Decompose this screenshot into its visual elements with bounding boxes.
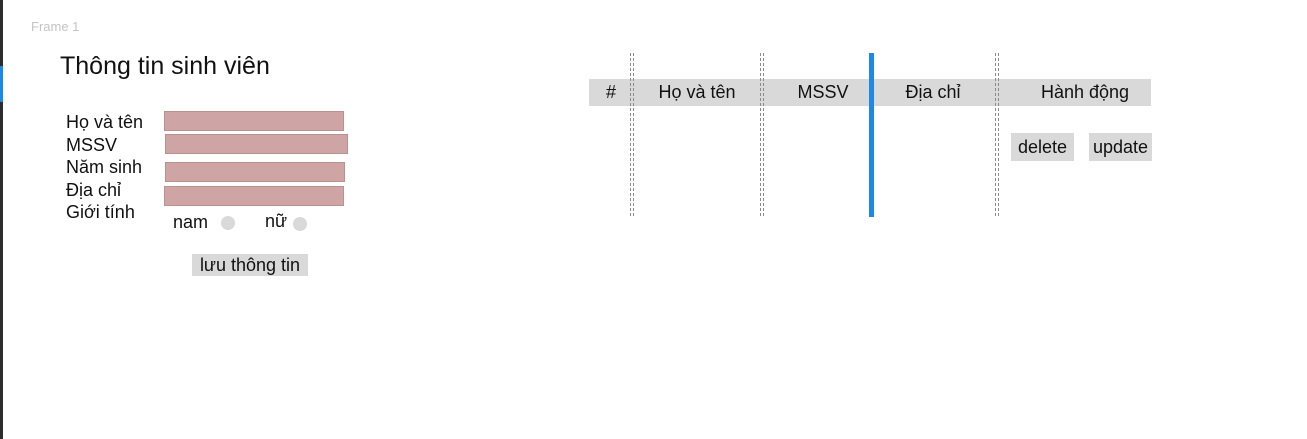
update-button[interactable]: update (1089, 133, 1152, 161)
gender-female-radio[interactable] (293, 217, 307, 231)
save-info-button[interactable]: lưu thông tin (192, 254, 308, 276)
column-divider (630, 53, 634, 216)
column-header-student-id: MSSV (797, 82, 849, 102)
birth-year-label: Năm sinh (66, 157, 143, 177)
gender-female-label: nữ (265, 211, 288, 231)
column-header-index: # (605, 82, 616, 102)
birth-year-field[interactable] (165, 162, 345, 182)
gender-label: Giới tính (66, 202, 135, 222)
column-divider (760, 53, 764, 216)
delete-button[interactable]: delete (1011, 133, 1074, 161)
form-title: Thông tin sinh viên (60, 52, 270, 80)
editor-left-accent (0, 66, 3, 102)
address-field[interactable] (164, 186, 344, 206)
frame-label[interactable]: Frame 1 (31, 19, 80, 34)
editor-left-edge (0, 0, 3, 439)
student-id-label: MSSV (66, 135, 118, 155)
column-resize-handle[interactable] (869, 53, 874, 217)
student-id-field[interactable] (165, 134, 348, 154)
address-label: Địa chỉ (66, 180, 122, 200)
gender-male-radio[interactable] (221, 216, 235, 230)
name-label: Họ và tên (66, 112, 144, 132)
column-header-address: Địa chỉ (905, 82, 961, 102)
column-header-actions: Hành động (1040, 82, 1130, 102)
gender-male-label: nam (173, 212, 209, 232)
name-field[interactable] (164, 111, 344, 131)
column-divider (995, 53, 999, 216)
column-header-name: Họ và tên (658, 82, 736, 102)
